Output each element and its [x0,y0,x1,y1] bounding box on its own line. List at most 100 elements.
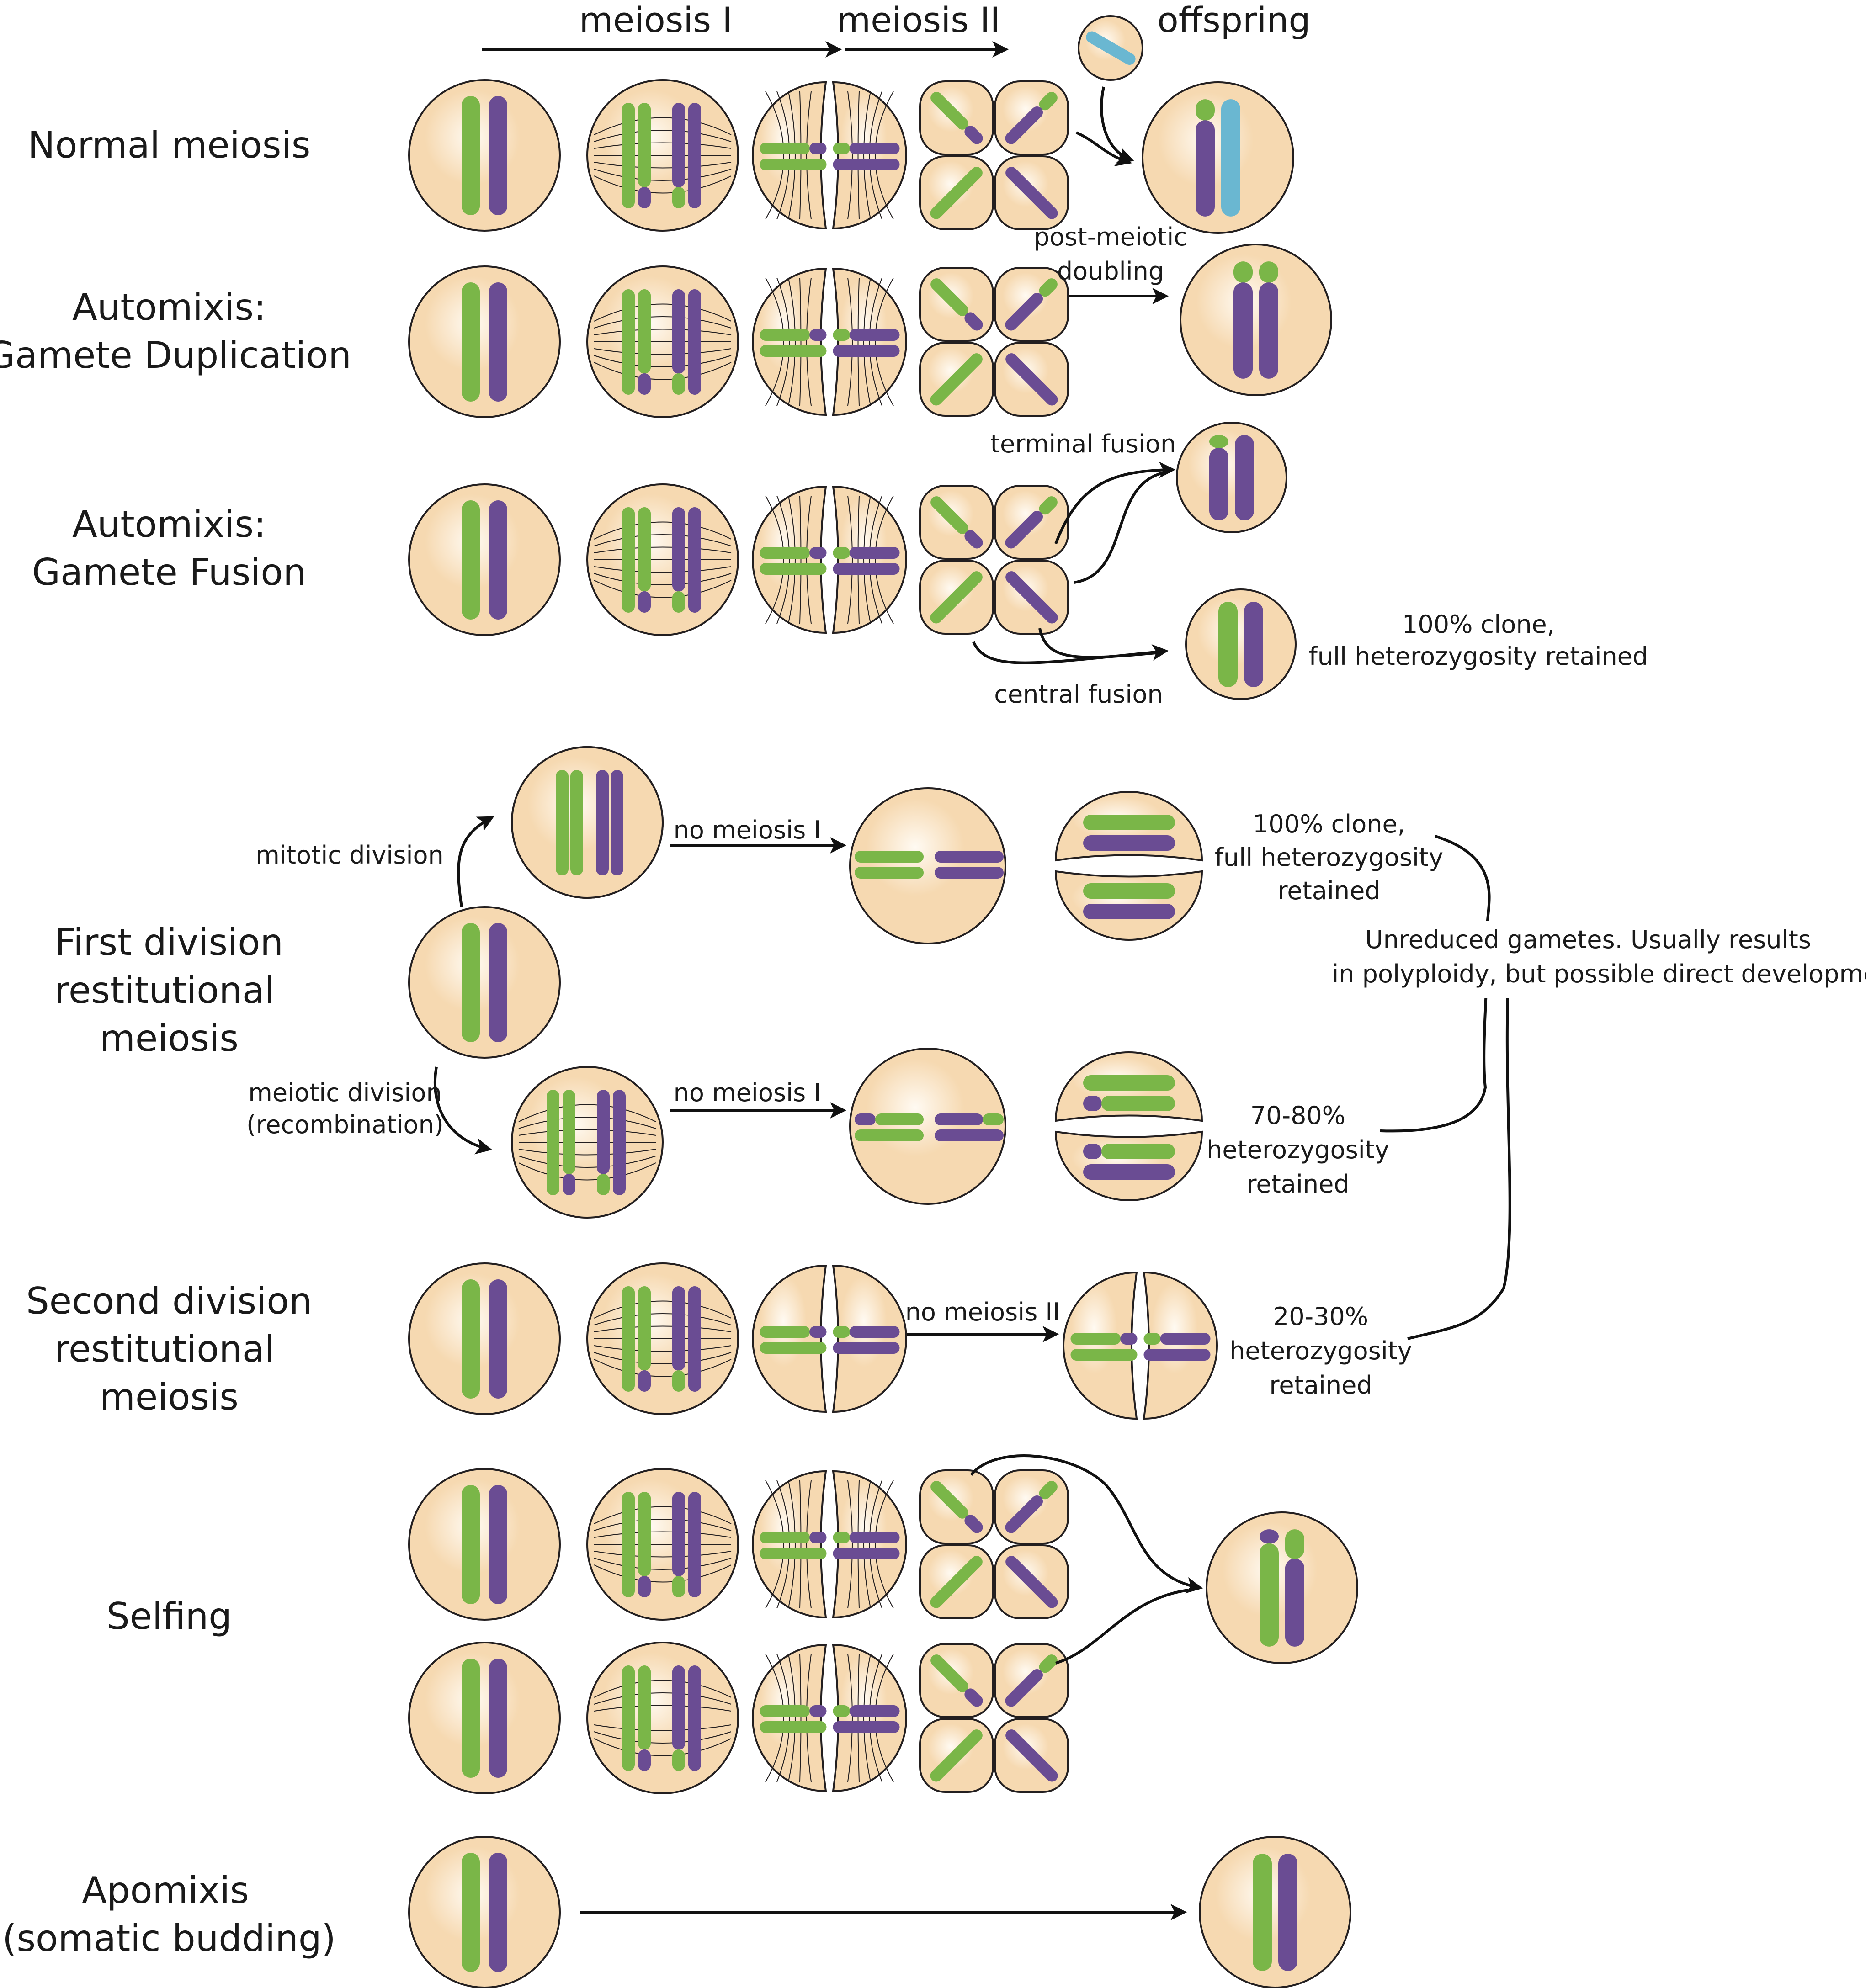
chromosome-segment [760,1532,810,1543]
het-2030-label: 20-30% [1273,1302,1368,1331]
spindle-fiber [857,1654,860,1782]
offspring-chromosome [1209,435,1228,520]
purple-chromatid [672,1492,685,1597]
purple-chromatid [672,507,685,613]
chromosome-segment [833,345,900,357]
spindle-fiber [765,91,784,220]
chromosome-segment [1253,1854,1272,1971]
spindle-fiber [799,1480,802,1609]
chromosome-segment [1039,496,1058,515]
spindle-fiber [594,1564,732,1583]
chromosome-segment [1278,1854,1297,1971]
row-label-fdr: First division [55,921,283,964]
spindle-fiber [776,277,790,406]
chromosome-segment [622,1286,635,1392]
spindle-fiber [788,277,796,406]
chromosome-segment [489,1279,507,1399]
spindle-fiber [765,1480,784,1609]
row-label-sdr: Second division [26,1280,312,1322]
left-chromatid [1070,1333,1138,1345]
spindle-fiber [518,1104,656,1122]
chromosome-segment [1083,1075,1175,1091]
offspring-chromosome [1235,435,1254,520]
sdr-gametes-left-half [1063,1271,1138,1420]
normal-offspring [1142,81,1294,234]
chromosome-segment [1005,1556,1058,1608]
chromosome-segment [760,547,810,559]
right-chromatid [833,159,900,170]
green-chromosome [462,1853,480,1972]
tetrad-chromatid [1005,1729,1058,1782]
purple-chromosome [489,282,507,402]
purple-chromosome [489,1659,507,1778]
chromosome-segment [1244,602,1263,687]
terminal-fusion-label: terminal fusion [990,429,1176,458]
chromosome-segment [489,923,507,1042]
chromosome-segment [688,103,701,208]
chromosome-segment [833,1532,850,1543]
chromosome-segment [760,563,827,575]
fdr-metaphase-bottom [849,1048,1006,1205]
left-chromatid [760,345,827,357]
chromatid [1083,904,1175,919]
spindle-fiber [594,566,732,573]
chromosome-segment [930,1729,983,1782]
post-meiotic-label: doubling [1057,257,1164,286]
chromosome-segment [849,143,900,154]
dup-offspring [1180,244,1332,396]
spindle-fiber [847,1654,853,1782]
chromosome-segment [1005,510,1043,549]
spindle-fiber [594,580,732,598]
right-chromatid [833,547,900,559]
apo-parent [408,1836,561,1988]
chromosome-segment [1233,282,1253,379]
green-chromatid [622,1492,635,1597]
chromatid [935,851,1004,863]
chromatid [1083,835,1175,851]
chromosome-segment [930,1556,983,1608]
chromosome-segment [672,373,685,395]
chromosome-segment [638,591,651,613]
left-chromatid [760,159,827,170]
spindle-fiber [863,1480,871,1609]
tetrad-chromatid [930,1556,983,1608]
terminal-fusion-arrow-2 [1074,470,1170,584]
spindle-fiber [863,91,871,220]
chromosome-segment [930,278,968,316]
chromosome-segment [760,345,827,357]
chromosome-segment [849,329,900,341]
right-chromatid [833,329,900,341]
spindle-fiber [594,534,732,546]
offspring-chromosome [1233,261,1253,379]
spindle-fiber [518,1129,656,1136]
row-label-fdr: restitutional [54,969,275,1012]
spindle-fiber [799,277,802,406]
het-7080-label: 70-80% [1250,1101,1345,1130]
chromosome-segment [1083,1096,1102,1111]
chromosome-segment [833,1721,900,1733]
chromosome-segment [1196,120,1215,217]
purple-chromatid [672,103,685,208]
spindle-fiber [518,1162,656,1181]
chromosome-segment [570,770,583,875]
purple-chromosome [489,923,507,1042]
fdr-clone-label: retained [1277,876,1380,905]
spindle-fiber [594,521,732,540]
chromosome-segment [1005,571,1058,624]
terminal-offspring [1176,422,1287,533]
chromosome-segment [930,1654,968,1692]
right-chromatid [1143,1349,1211,1361]
chromosome-segment [1005,353,1058,406]
tetrad-chromatid [930,571,983,624]
spindle-fiber [594,1531,732,1538]
offspring-chromosome [1218,602,1238,687]
chromosome-segment [672,1286,685,1371]
green-chromatid [622,507,635,613]
chromosome-segment [638,1492,651,1576]
purple-chromosome [489,96,507,215]
post-meiotic-label: post-meiotic [1034,223,1187,251]
chromosome-segment [1196,99,1215,121]
selfing-offspring [1206,1511,1358,1664]
purple-chromosome [489,500,507,620]
het-2030-label: heterozygosity [1229,1336,1412,1365]
